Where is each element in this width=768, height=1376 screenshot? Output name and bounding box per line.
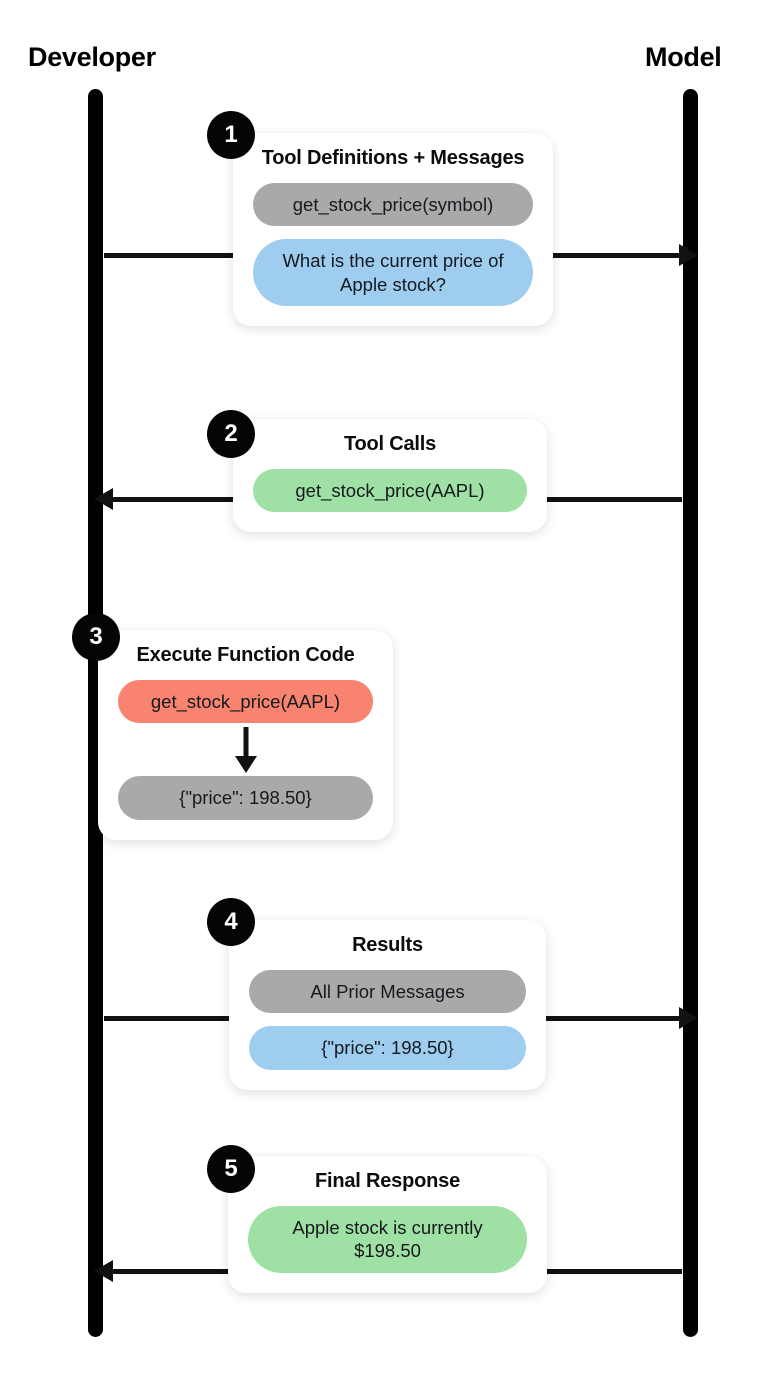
step-title-4: Results [352,934,423,956]
arrow-shaft [243,727,248,761]
arrow-head-right-icon [679,244,698,266]
step-badge-3: 3 [72,613,120,661]
step-title-2: Tool Calls [343,433,437,455]
arrow-head-right-icon [679,1007,698,1029]
step-3-pill-function-invocation: get_stock_price(AAPL) [118,680,373,724]
step-title-1: Tool Definitions + Messages [261,147,525,169]
lifeline-developer [88,89,103,1337]
down-arrow-icon [118,727,373,774]
step-card-5: Final Response Apple stock is currently … [228,1156,547,1293]
step-1-pill-tool-definition: get_stock_price(symbol) [253,183,533,227]
actor-label-model: Model [645,42,722,72]
step-badge-5: 5 [207,1145,255,1193]
step-3-pill-function-result: {"price": 198.50} [118,776,373,820]
step-card-1: Tool Definitions + Messages get_stock_pr… [233,133,553,327]
step-5-pill-final-answer: Apple stock is currently $198.50 [248,1206,527,1273]
actor-label-developer: Developer [28,42,156,72]
step-card-4: Results All Prior Messages {"price": 198… [229,920,546,1090]
step-4-pill-prior-messages: All Prior Messages [249,970,526,1014]
step-card-3: Execute Function Code get_stock_price(AA… [98,630,393,840]
step-card-2: Tool Calls get_stock_price(AAPL) [233,419,547,533]
step-badge-4: 4 [207,898,255,946]
step-badge-1: 1 [207,111,255,159]
step-4-pill-tool-result: {"price": 198.50} [249,1026,526,1070]
arrow-head-left-icon [94,488,113,510]
step-title-3: Execute Function Code [136,644,355,666]
arrow-head-left-icon [94,1260,113,1282]
step-2-pill-tool-call: get_stock_price(AAPL) [253,469,527,513]
lifeline-model [683,89,698,1337]
step-title-5: Final Response [314,1170,460,1192]
arrow-head-down-icon [234,756,257,774]
step-badge-2: 2 [207,410,255,458]
step-1-pill-user-message: What is the current price of Apple stock… [253,239,533,307]
